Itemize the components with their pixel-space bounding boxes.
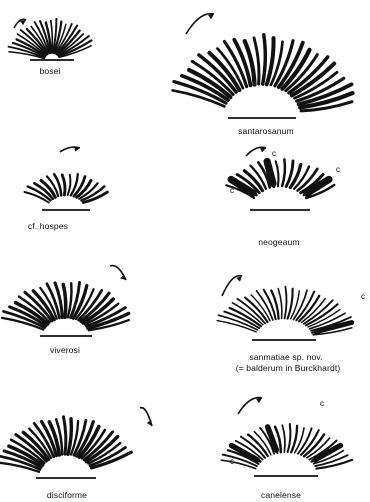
caption-sanmatiae-line2: (= balderum in Burckhardt) — [214, 363, 362, 373]
rib — [282, 160, 285, 187]
marker-c-sanmatiae: c — [361, 292, 365, 301]
fan-viverosi — [2, 266, 129, 336]
rib — [63, 285, 65, 318]
rib — [64, 417, 66, 454]
caption-sanmatiae: sanmatiae sp. nov. — [220, 352, 352, 362]
rib — [288, 424, 291, 452]
rib — [288, 289, 293, 319]
rib — [291, 426, 297, 453]
fan-bosei — [9, 19, 92, 60]
rib — [285, 287, 287, 319]
arrow-head — [260, 148, 266, 153]
rib — [263, 35, 266, 84]
caption-viverosi: viverosi — [30, 345, 100, 355]
rib — [62, 175, 65, 195]
marker-c-neogeaum-right: c — [336, 165, 340, 174]
arrow-head — [147, 420, 152, 426]
fan-canelense — [221, 398, 352, 476]
caption-bosei: bosei — [18, 66, 82, 76]
fan-sanmatiae — [217, 276, 352, 340]
rib — [68, 419, 71, 455]
marker-c-canelense-left: c — [230, 457, 234, 466]
rib — [68, 175, 71, 195]
fan-disciforme — [0, 408, 152, 478]
marker-c-neogeaum-left: c — [230, 186, 234, 195]
arrow-head — [256, 398, 262, 403]
caption-canelense: canelense — [246, 490, 316, 500]
rib — [267, 38, 274, 84]
rib — [282, 425, 285, 452]
rib — [68, 283, 72, 317]
caption-disciforme: disciforme — [30, 490, 104, 500]
fan-hospes — [24, 147, 107, 210]
marker-c-canelense-top: c — [320, 399, 324, 408]
caption-santarosanum: santarosanum — [218, 126, 314, 136]
rib — [221, 460, 255, 468]
marker-c-neogeaum-top: c — [272, 149, 276, 158]
arrow-head — [20, 20, 26, 25]
caption-neogeaum: neogeaum — [242, 237, 316, 247]
fan-neogeaum — [226, 147, 334, 210]
caption-hospes: cf. hospes — [8, 221, 88, 231]
arrow-head — [208, 14, 214, 19]
fan-santarosanum — [173, 14, 353, 118]
